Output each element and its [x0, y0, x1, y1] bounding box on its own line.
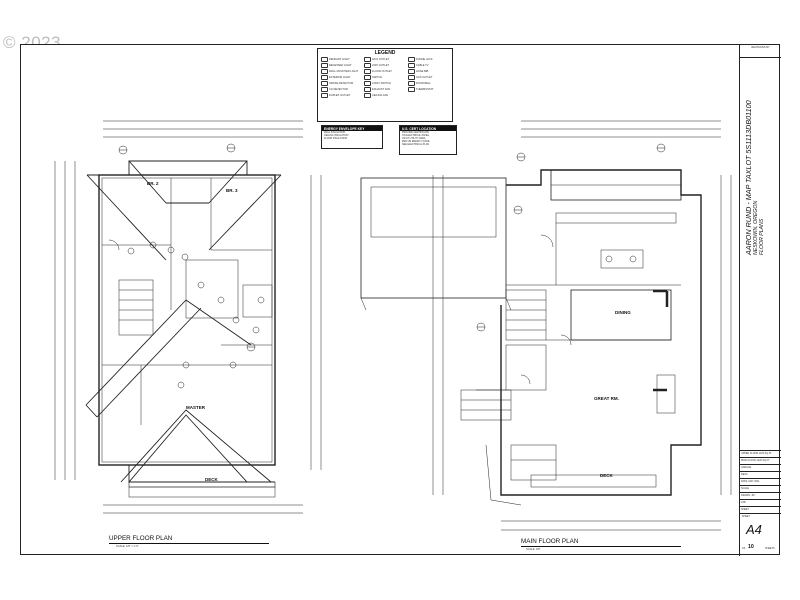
main-floor-plan-title: MAIN FLOOR PLAN: [521, 538, 681, 547]
cable-tv-icon: [408, 63, 415, 68]
legend-row: CABLE TV: [408, 63, 429, 68]
co-detector-icon: [321, 87, 328, 92]
room-label-great-room: GREAT RM.: [594, 396, 619, 401]
ceiling-fan-icon: [364, 93, 371, 98]
cert-box-title: U.S. CERT LOCATION: [400, 126, 456, 132]
cert-line: SEE ELECTRICAL PLAN: [402, 143, 430, 147]
legend-row: DUPLEX OUTLET: [321, 93, 350, 98]
phone-jack-icon: [408, 57, 415, 62]
sheet-number-box: SHEET A4 OF 10 SHEETS: [740, 513, 781, 557]
energy-line: CEILING INSULATION: [324, 134, 349, 138]
cert-line: PER OR ENERGY CODE: [402, 140, 430, 144]
room-label-main-deck: DECK: [600, 473, 613, 478]
legend-row: GAS OUTLET: [408, 75, 432, 80]
project-name: AARON RUND - MAP TAXLOT 5S1113DB01100: [744, 100, 753, 255]
tb-cell-garage: GARAGE: [740, 464, 781, 469]
energy-box-title: ENERGY ENVELOPE KEY: [322, 126, 382, 132]
sheets-label: SHEETS: [765, 547, 775, 550]
upper-outer-wall: [98, 174, 276, 466]
legend-row: HOSE BIB: [408, 69, 428, 74]
tb-cell-area-main: MAIN FLOOR 1220 SQ FT: [740, 457, 781, 462]
gfci-outlet-icon: [364, 57, 371, 62]
legend-row: GFCI OUTLET: [364, 57, 389, 62]
upper-floor-plan-scale: SCALE: 1/8" = 1'-0": [116, 545, 139, 548]
legend-row: CEILING FAN: [364, 93, 388, 98]
garage-outline: [360, 177, 507, 299]
legend-row: PHONE JACK: [408, 57, 433, 62]
energy-line: WALL INSULATION: [324, 131, 346, 135]
legend-row: 3-WAY SWITCH: [364, 81, 391, 86]
sheet-of: OF: [742, 547, 746, 550]
legend-row: THERMOSTAT: [408, 87, 433, 92]
floor-plan-drawing: [54, 120, 732, 531]
legend-row: PENDANT LIGHT: [321, 57, 350, 62]
cert-line: ON ELECTRICAL PANEL: [402, 134, 430, 138]
sheet-label: SHEET: [742, 515, 750, 518]
legend-row: CO DETECTOR: [321, 87, 348, 92]
hose-bib-icon: [408, 69, 415, 74]
gas-outlet-icon: [408, 75, 415, 80]
energy-envelope-key: ENERGY ENVELOPE KEY WALL INSULATION CEIL…: [321, 125, 383, 149]
legend-row: RECESSED LIGHT: [321, 63, 352, 68]
upper-floor-plan-title: UPPER FLOOR PLAN: [109, 535, 269, 544]
recessed-light-icon: [321, 63, 328, 68]
project-title-vertical: AARON RUND - MAP TAXLOT 5S1113DB01100 NE…: [744, 100, 765, 255]
room-label-upper-deck: DECK: [205, 477, 218, 482]
duplex-outlet-icon: [321, 93, 328, 98]
cert-line: PROVIDE CERTIFICATE: [402, 131, 429, 135]
legend-row: EXHAUST FAN: [364, 87, 390, 92]
tb-cell-drawn: DRAWN: JM: [740, 492, 781, 497]
tb-cell-scale: SCALE: [740, 485, 781, 490]
title-block: REVISIONS BY AARON RUND - MAP TAXLOT 5S1…: [739, 45, 781, 556]
smoke-detector-icon: [321, 81, 328, 86]
room-label-br2: BR. 2: [147, 181, 159, 186]
room-label-dining: DINING: [615, 310, 631, 315]
tb-cell-sheet: SHEET: [740, 506, 781, 511]
room-label-br3: BR. 3: [226, 188, 238, 193]
legend-box: LEGEND PENDANT LIGHT RECESSED LIGHT WALL…: [317, 48, 453, 122]
cert-location-box: U.S. CERT LOCATION PROVIDE CERTIFICATE O…: [399, 125, 457, 155]
legend-row: EXTERIOR LIGHT: [321, 75, 351, 80]
legend-row: FLOOR OUTLET: [364, 69, 392, 74]
tb-cell-area-upper: UPPER FLOOR 1125 SQ FT: [740, 450, 781, 455]
floor-outlet-icon: [364, 69, 371, 74]
legend-row: DOOR BELL: [408, 81, 431, 86]
main-floor-plan-scale: SCALE: 1/8": [526, 548, 541, 551]
energy-line: FLOOR INSULATION: [324, 137, 348, 141]
room-label-master: MASTER: [186, 405, 205, 410]
pendant-light-icon: [321, 57, 328, 62]
door-bell-icon: [408, 81, 415, 86]
legend-row: SMOKE DETECTOR: [321, 81, 353, 86]
tb-cell-deck: DECK: [740, 471, 781, 476]
outlet-220v-icon: [364, 63, 371, 68]
drawing-sheet: LEGEND PENDANT LIGHT RECESSED LIGHT WALL…: [20, 44, 781, 556]
sheet-subject: FLOOR PLANS: [759, 218, 765, 255]
switch-icon: [364, 75, 371, 80]
exhaust-fan-icon: [364, 87, 371, 92]
legend-title: LEGEND: [374, 50, 396, 56]
revisions-header: REVISIONS BY: [740, 45, 781, 58]
sheet-number: A4: [746, 522, 762, 537]
thermostat-icon: [408, 87, 415, 92]
tb-cell-job: JOB: [740, 499, 781, 504]
legend-row: SWITCH: [364, 75, 382, 80]
exterior-light-icon: [321, 75, 328, 80]
sheet-total: 10: [748, 544, 754, 550]
three-way-switch-icon: [364, 81, 371, 86]
legend-row: WALL MOUNTED LIGHT: [321, 69, 358, 74]
cert-line: OR AT UTILITY AREA: [402, 137, 426, 141]
wall-light-icon: [321, 69, 328, 74]
legend-row: 220V OUTLET: [364, 63, 389, 68]
tb-cell-date: DATE: MAY 2021: [740, 478, 781, 483]
